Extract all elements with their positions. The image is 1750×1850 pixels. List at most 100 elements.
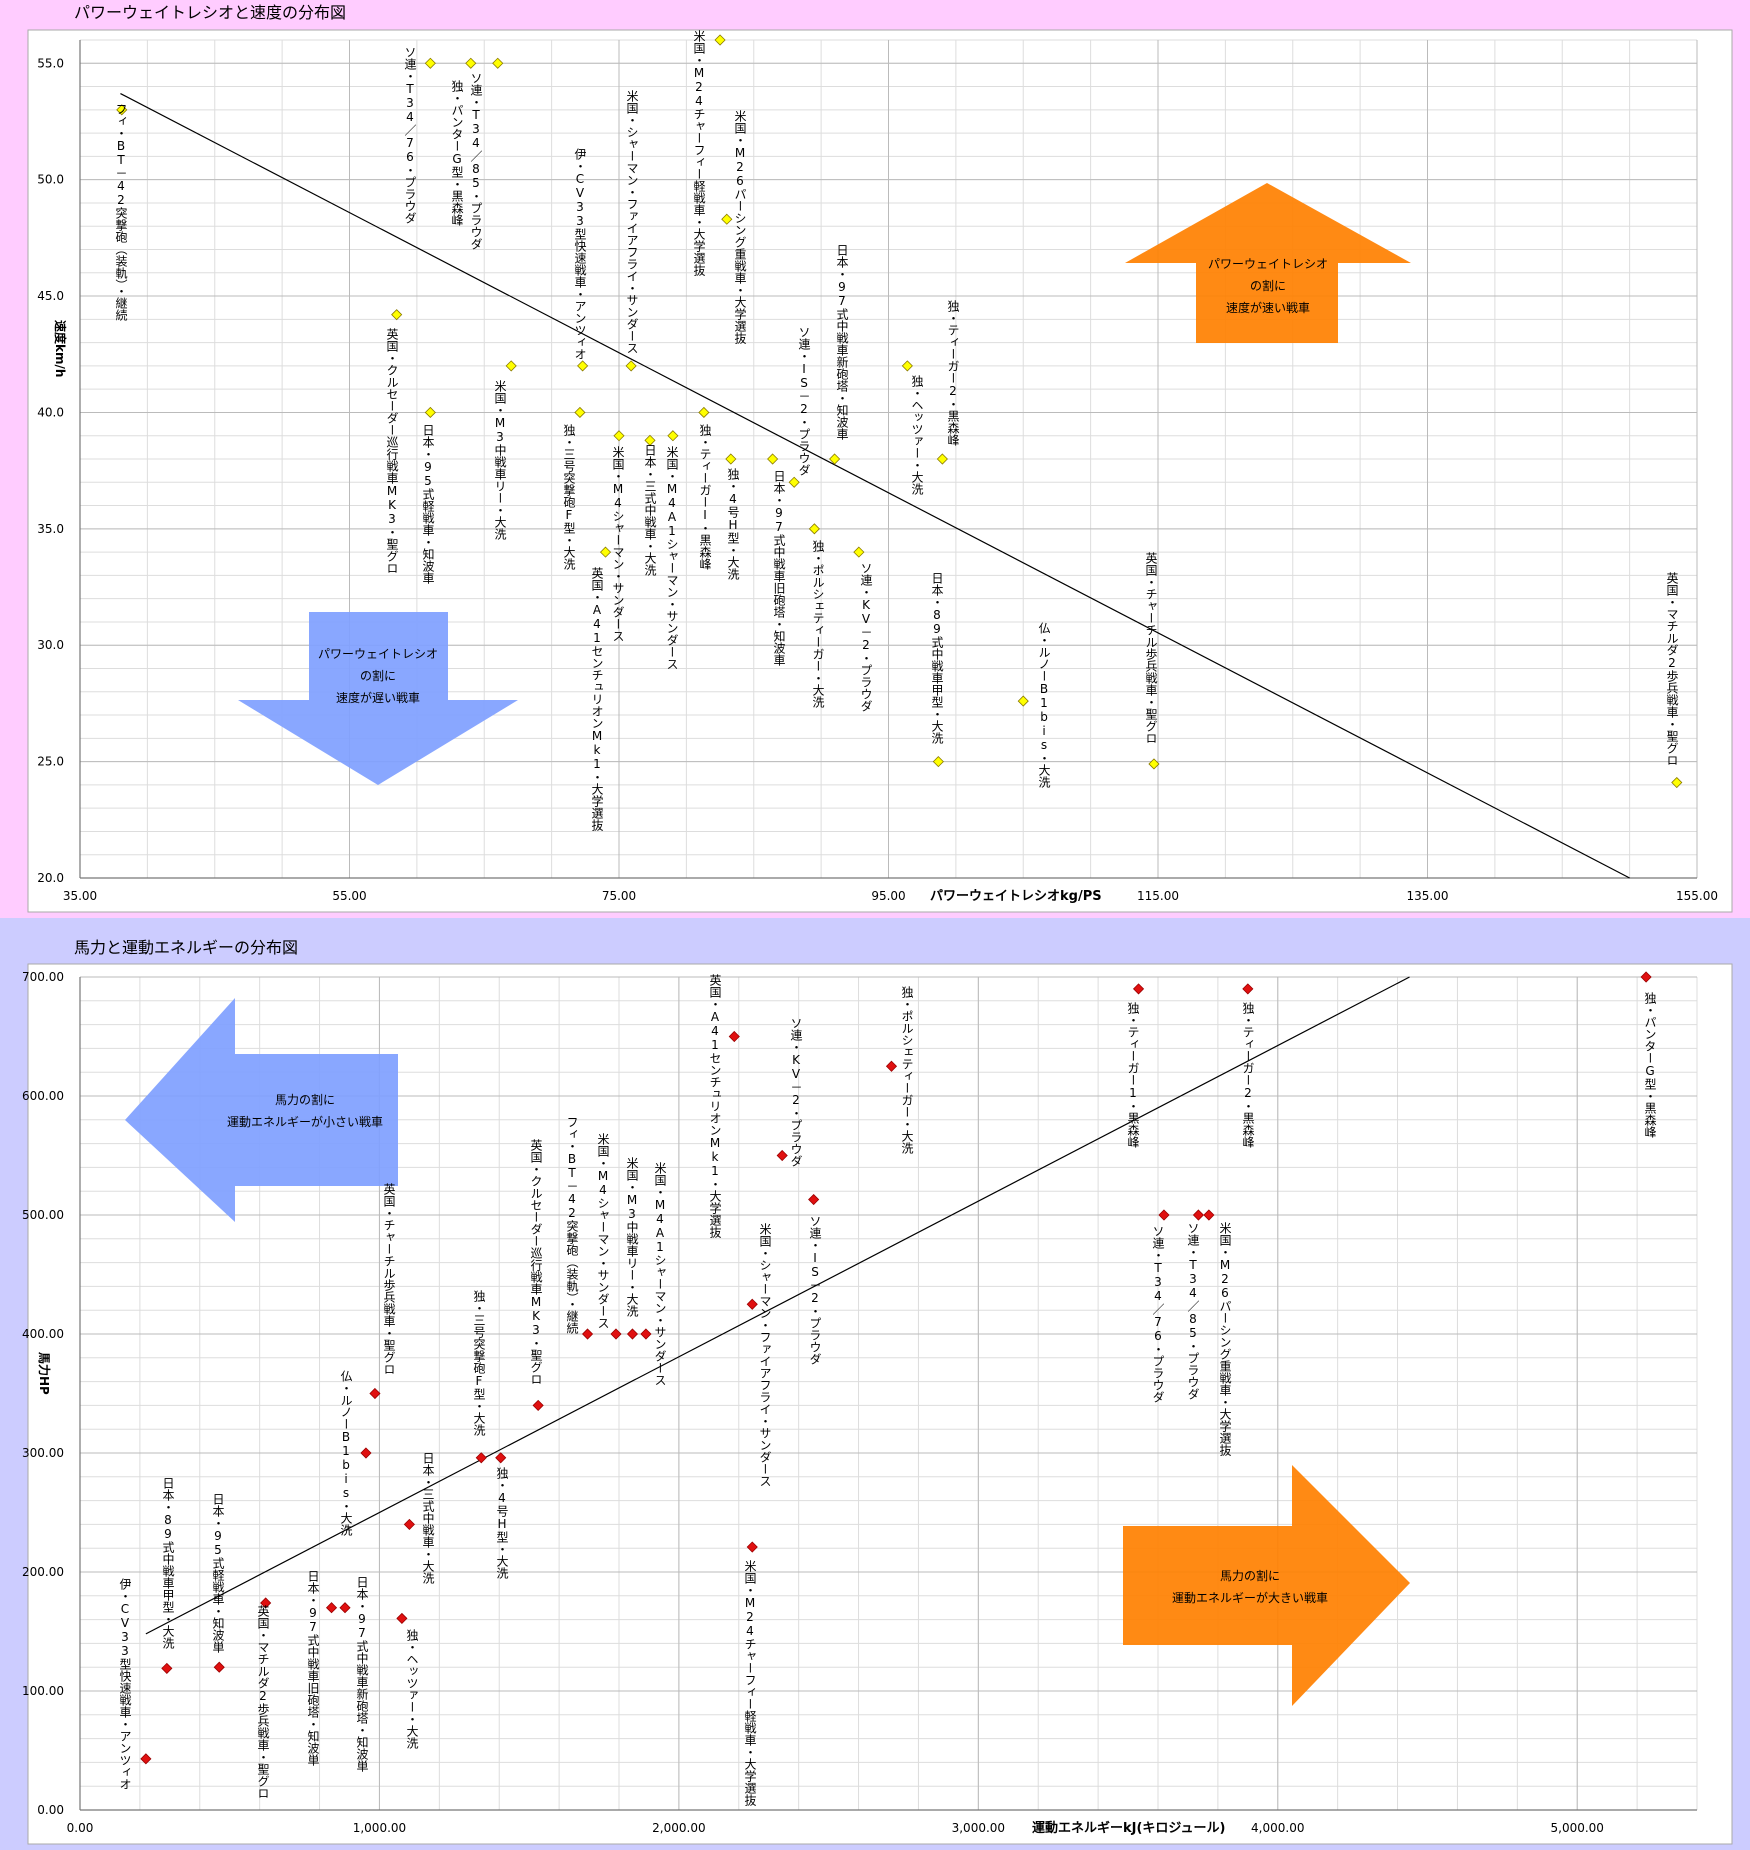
data-point-label: 独・ティーガー2・黒森峰 (1241, 1002, 1255, 1148)
annotation-label: の割に (360, 668, 396, 683)
trendline (120, 93, 1630, 879)
data-point (1017, 695, 1029, 707)
annotation-arrow (1123, 1465, 1410, 1706)
y-tick-label: 300.00 (22, 1446, 64, 1460)
y-tick-label: 700.00 (22, 970, 64, 984)
data-point (495, 1452, 507, 1464)
data-point (1192, 1209, 1204, 1221)
x-tick-label: 115.00 (1137, 889, 1179, 903)
data-point-label: 日本・89式中戦車甲型・大洗 (161, 1477, 175, 1649)
x-tick-label: 5,000.00 (1551, 1821, 1604, 1835)
data-point (808, 523, 820, 535)
bottom-chart-title: 馬力と運動エネルギーの分布図 (74, 938, 298, 957)
data-point (1203, 1209, 1215, 1221)
data-point-label: 独・三号突撃砲F型・大洗 (562, 424, 576, 570)
data-point-label: 英国・チャーチル歩兵戦車・聖グロ (1144, 552, 1158, 744)
data-point (1640, 971, 1652, 983)
data-point-label: 独・ティーガー1・黒森峰 (1126, 1002, 1140, 1148)
x-tick-label: 0.00 (67, 1821, 94, 1835)
data-point-label: 伊・CV33型快速戦車・アンツィオ (573, 148, 587, 360)
data-point-label: 独・ヘッツァー・大洗 (405, 1629, 419, 1749)
data-point-label: 米国・M4シャーマン・サンダース (611, 446, 625, 642)
annotation-label: 馬力の割に (275, 1092, 335, 1107)
data-point (599, 546, 612, 558)
data-point (396, 1612, 408, 1624)
x-tick-label: 2,000.00 (652, 1821, 705, 1835)
data-point-label: 独・ティーガーⅠ・黒森峰 (698, 424, 712, 570)
data-point (613, 430, 625, 442)
y-tick-label: 50.0 (37, 173, 64, 187)
data-point (698, 406, 710, 419)
data-point-label: 英国・マチルダ2歩兵戦車・聖グロ (1665, 572, 1679, 766)
data-point-label: 日本・95式軽戦車・知波車 (421, 424, 435, 585)
data-point-label: ソ連・T34／76・プラウダ (403, 46, 417, 224)
annotation-label: 運動エネルギーが大きい戦車 (1172, 1590, 1328, 1605)
data-point (492, 57, 504, 69)
data-point (213, 1661, 225, 1673)
data-point-label: 日本・97式中戦車新砲塔・知波単 (355, 1576, 369, 1773)
data-point-label: 米国・M26パーシング重戦車・大学選抜 (1218, 1222, 1232, 1457)
annotation-label: 運動エネルギーが小さい戦車 (227, 1114, 383, 1129)
data-point-label: 仏・ルノーB1bis・大洗 (339, 1370, 353, 1536)
data-point-label: ソ連・KV－2・プラウダ (859, 562, 873, 712)
data-point-label: 日本・95式軽戦車・知波単 (211, 1493, 225, 1654)
x-tick-label: 1,000.00 (353, 1821, 406, 1835)
bottom-x-axis-label: 運動エネルギーkJ(キロジュール) (1032, 1820, 1225, 1836)
data-point (424, 406, 436, 419)
data-point (1242, 983, 1254, 995)
data-point (885, 1060, 898, 1072)
annotation-arrow (238, 612, 518, 785)
data-point (808, 1193, 820, 1206)
data-point-label: 日本・89式中戦車甲型・大洗 (930, 572, 944, 744)
data-point (161, 1662, 173, 1674)
data-point-label: ソ連・IS－2・プラウダ (797, 326, 811, 476)
data-point-label: 日本・97式中戦車旧砲塔・知波車 (772, 470, 786, 667)
data-point-label: フィ・BT－42突撃砲（装軌）・継続 (565, 1116, 579, 1335)
x-tick-label: 155.00 (1676, 889, 1718, 903)
data-point-label: 独・ポルシェティーガー・大洗 (811, 540, 825, 708)
data-point-label: 米国・M3中戦車リー・大洗 (625, 1157, 639, 1317)
data-point (725, 453, 737, 465)
y-tick-label: 0.00 (37, 1803, 64, 1817)
data-point-label: 独・4号H型・大洗 (495, 1467, 509, 1579)
y-tick-label: 30.0 (37, 638, 64, 652)
data-point-label: 米国・M4A1シャーマン・サンダース (665, 446, 679, 670)
data-point-label: 米国・シャーマン・ファイアフライ・サンダース (625, 90, 639, 354)
data-point (936, 453, 948, 465)
y-tick-label: 25.0 (37, 755, 64, 769)
data-point (721, 213, 733, 225)
data-point-label: 日本・97式中戦車新砲塔・知波車 (835, 244, 849, 441)
data-point-label: ソ連・T34／85・プラウダ (1186, 1222, 1200, 1400)
y-tick-label: 400.00 (22, 1327, 64, 1341)
data-point-label: 日本・三式中戦車・大洗 (421, 1452, 435, 1584)
data-point (403, 1518, 415, 1530)
data-point (776, 1149, 788, 1162)
annotation-label: 速度が遅い戦車 (336, 690, 420, 705)
data-point (369, 1387, 381, 1400)
data-point (626, 1328, 639, 1340)
data-point (140, 1753, 152, 1765)
data-point (1132, 983, 1145, 995)
data-point-label: 独・パンターG型・黒森峰 (1643, 992, 1657, 1138)
data-point-label: 独・ティーガー2・黒森峰 (946, 300, 960, 446)
data-point (475, 1452, 487, 1464)
annotation-label: の割に (1250, 278, 1286, 293)
y-tick-label: 55.0 (37, 56, 64, 70)
y-tick-label: 500.00 (22, 1208, 64, 1222)
top-plot-area (27, 29, 1733, 913)
data-point (260, 1597, 272, 1609)
bottom-y-axis-label: 馬力HP (37, 1352, 52, 1395)
y-tick-label: 600.00 (22, 1089, 64, 1103)
annotation-arrow (125, 998, 398, 1222)
top-chart-title: パワーウェイトレシオと速度の分布図 (74, 3, 346, 22)
data-point (424, 57, 436, 69)
data-point (728, 1030, 740, 1043)
data-point-label: 米国・M26パーシング重戦車・大学選抜 (733, 110, 747, 345)
y-tick-label: 40.0 (37, 405, 64, 419)
annotation-label: パワーウェイトレシオ (1208, 257, 1328, 271)
data-point (932, 756, 944, 768)
data-point (714, 34, 726, 46)
data-point-label: 英国・チャーチル歩兵戦車・聖グロ (382, 1183, 396, 1375)
annotation-arrow (1125, 183, 1411, 343)
